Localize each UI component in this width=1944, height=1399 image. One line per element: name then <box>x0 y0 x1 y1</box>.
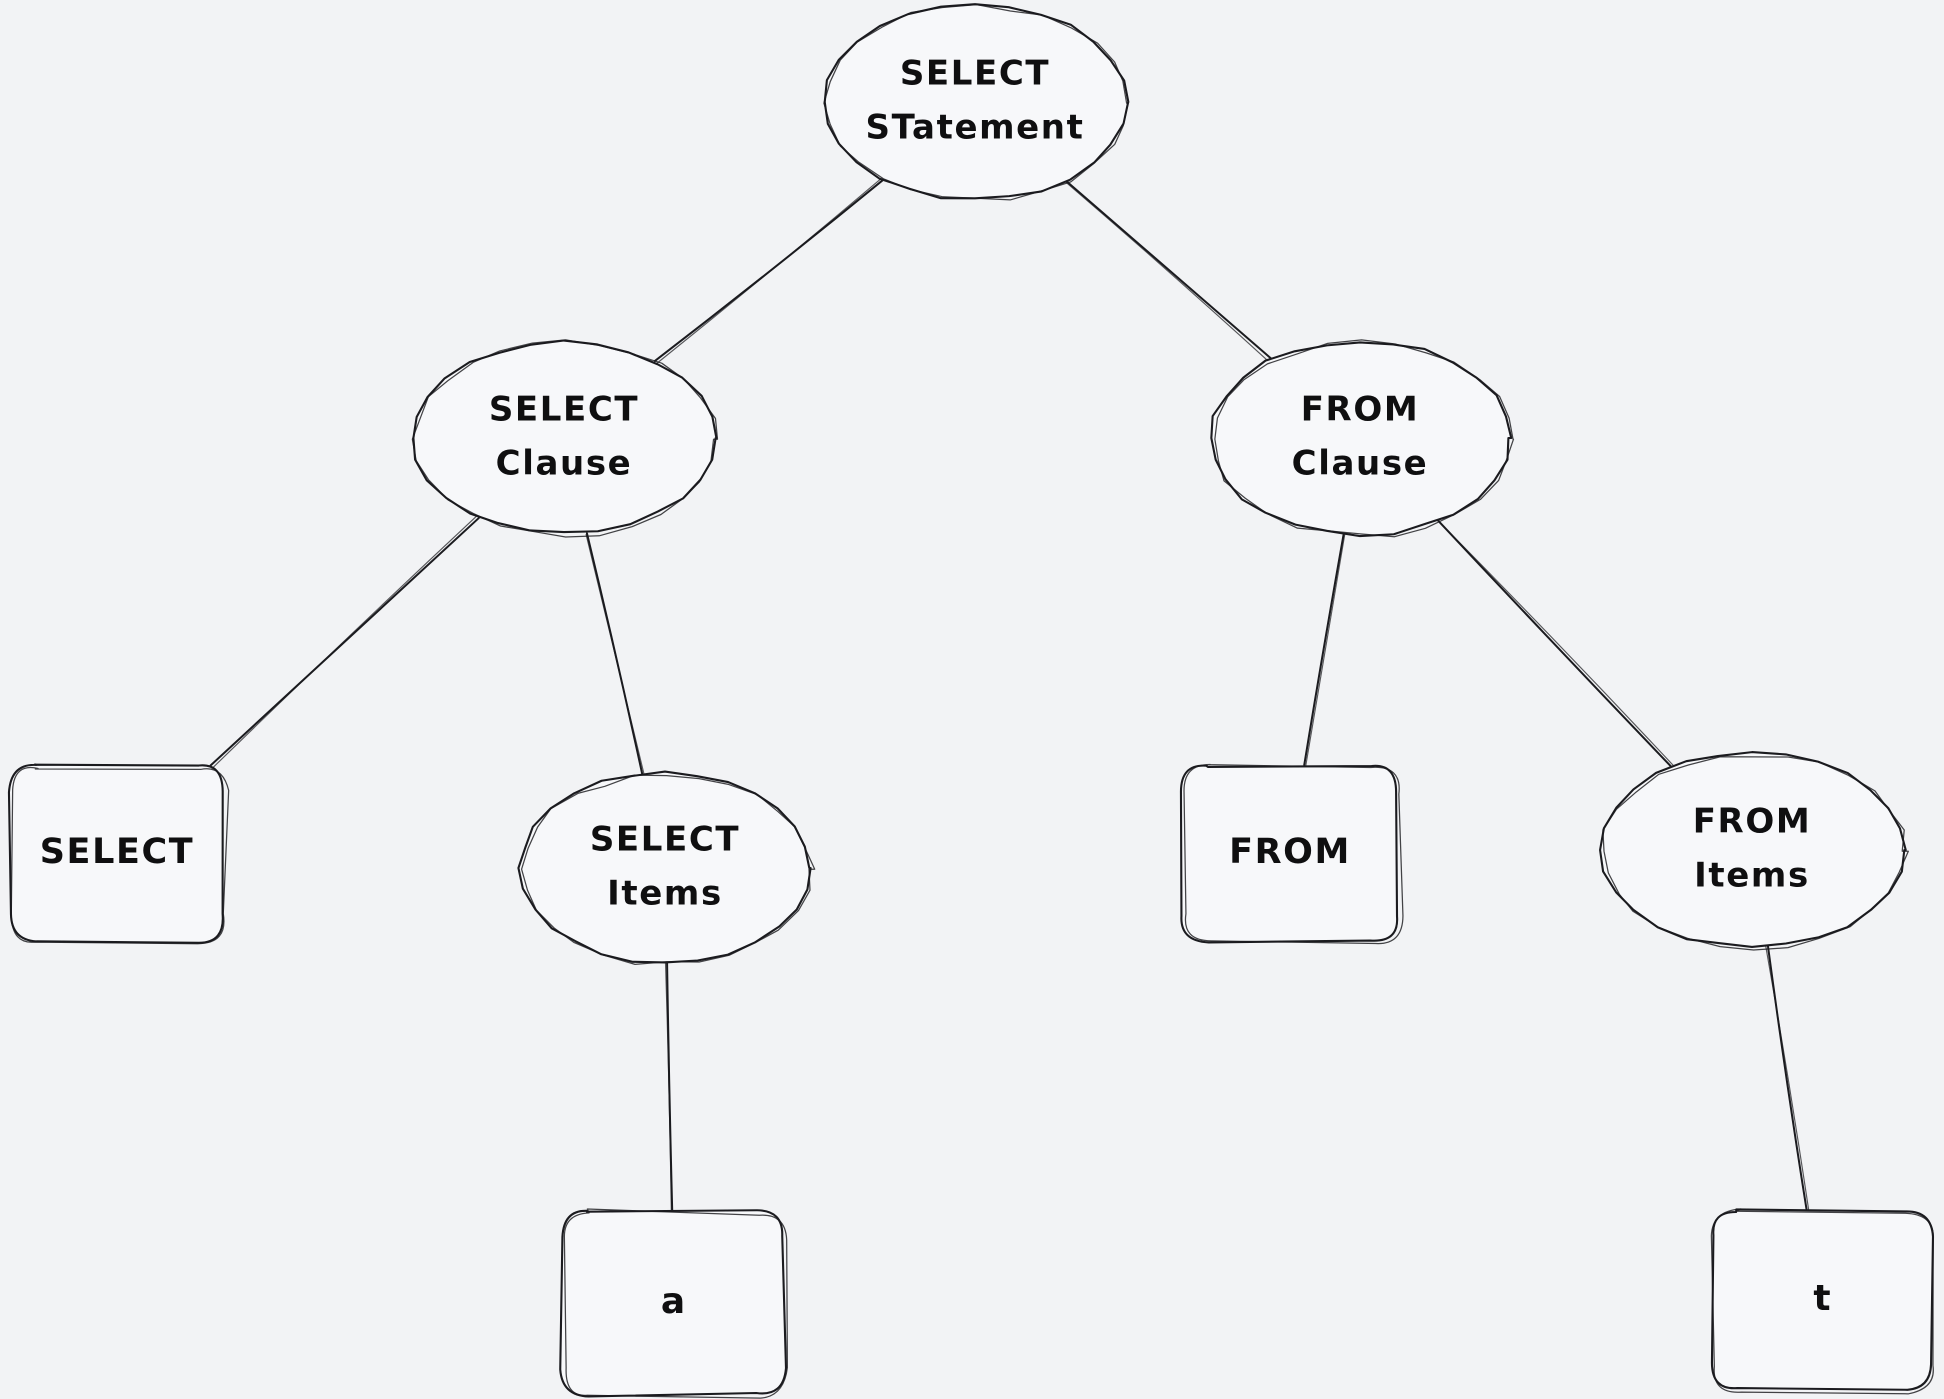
edge-from-items-t-stroke <box>1765 946 1810 1210</box>
edge-select-clause-items-stroke <box>585 534 645 775</box>
node-from-token-label: FROM <box>1229 832 1351 872</box>
edge-select-items-a <box>664 960 674 1214</box>
node-table-t-label: t <box>1813 1278 1830 1319</box>
edge-select-items-a-stroke <box>664 962 672 1211</box>
node-column-a-outline <box>559 1209 788 1398</box>
edge-layer <box>209 177 1810 1214</box>
edge-from-clause-items-stroke <box>1436 518 1675 768</box>
edge-select-items-a-stroke <box>666 960 674 1214</box>
edge-statement-from-clause <box>1062 177 1273 363</box>
node-select-clause-outline <box>412 339 718 534</box>
edge-select-clause-token-stroke <box>213 515 478 768</box>
node-column-a-outline <box>563 1208 789 1399</box>
node-select-token[interactable]: SELECT <box>7 763 230 945</box>
node-select-statement-outline <box>823 4 1129 201</box>
node-select-statement-label-line1: SELECT <box>900 54 1050 94</box>
edge-from-items-t <box>1765 945 1810 1211</box>
node-from-token-outline <box>1183 763 1404 945</box>
edge-from-clause-token-stroke <box>1305 532 1346 768</box>
node-select-statement[interactable]: SELECT STatement <box>823 3 1130 201</box>
node-from-clause[interactable]: FROM Clause <box>1210 339 1515 538</box>
node-from-token[interactable]: FROM <box>1179 763 1404 945</box>
edge-select-clause-items <box>585 532 645 775</box>
edge-statement-from-clause-stroke <box>1062 179 1270 363</box>
node-from-clause-label-line1: FROM <box>1301 390 1420 430</box>
node-from-items-outline <box>1602 756 1909 951</box>
node-from-items[interactable]: FROM Items <box>1599 751 1909 951</box>
node-select-items-label-line2: Items <box>607 874 723 914</box>
node-from-items-label-line1: FROM <box>1693 802 1812 842</box>
node-select-token-label: SELECT <box>40 832 195 872</box>
node-from-items-outline <box>1599 751 1907 948</box>
edge-statement-from-clause-stroke <box>1062 177 1273 361</box>
node-from-clause-outline <box>1210 341 1513 538</box>
node-select-items[interactable]: SELECT Items <box>517 770 816 965</box>
node-column-a[interactable]: a <box>559 1208 789 1399</box>
node-select-token-outline <box>7 763 224 944</box>
node-column-a-label: a <box>661 1281 685 1322</box>
node-layer: SELECTSTatementSELECTClauseFROMClauseSEL… <box>7 3 1935 1399</box>
node-select-clause[interactable]: SELECT Clause <box>411 339 719 538</box>
node-select-clause-label-line2: Clause <box>496 444 633 484</box>
node-select-statement-label-line2: STatement <box>866 108 1085 148</box>
node-select-items-outline <box>520 774 816 965</box>
node-select-clause-outline <box>411 339 719 538</box>
edge-select-clause-token <box>209 515 480 768</box>
edge-from-clause-token <box>1303 532 1346 768</box>
edge-from-items-t-stroke <box>1766 945 1808 1211</box>
edge-statement-select-clause-stroke <box>656 178 881 364</box>
node-select-token-outline <box>10 766 230 945</box>
node-select-items-label-line1: SELECT <box>590 820 740 860</box>
edge-select-clause-token-stroke <box>209 517 480 767</box>
node-select-clause-label-line1: SELECT <box>489 390 639 430</box>
edge-from-clause-token-stroke <box>1303 533 1345 766</box>
edge-statement-select-clause-stroke <box>653 179 884 362</box>
edge-from-clause-items-stroke <box>1435 518 1673 768</box>
edge-from-clause-items <box>1435 518 1675 768</box>
edge-statement-select-clause <box>653 178 884 364</box>
node-from-clause-outline <box>1214 339 1515 538</box>
node-from-clause-label-line2: Clause <box>1292 444 1429 484</box>
node-table-t[interactable]: t <box>1710 1208 1935 1395</box>
node-table-t-outline <box>1710 1208 1934 1395</box>
node-from-items-label-line2: Items <box>1694 856 1810 896</box>
